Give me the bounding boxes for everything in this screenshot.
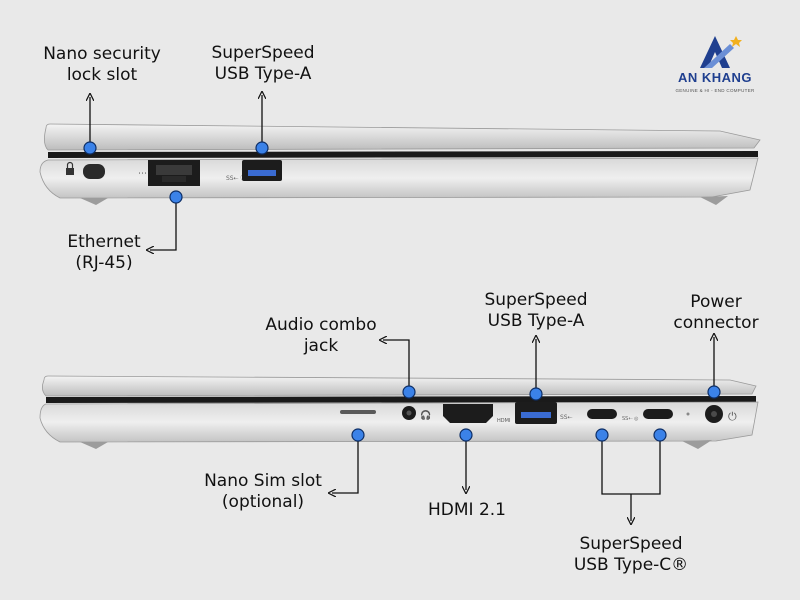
security-lock-slot <box>83 164 105 179</box>
bottom-laptop-base <box>39 401 759 443</box>
top-laptop-side-view: ⋯ SS⇠ Ⓓ <box>39 123 761 205</box>
headphones-icon: 🎧 <box>420 409 431 421</box>
leader-usb-c-bracket <box>601 436 661 495</box>
top-laptop-seam <box>48 151 758 158</box>
label-power-connector: Power connector <box>673 292 759 333</box>
brand-tagline: GENUINE & HI - END COMPUTER <box>675 88 755 93</box>
label-nano-security-lock: Nano security lock slot <box>43 44 161 85</box>
marker-power <box>707 385 721 399</box>
top-laptop-foot-left <box>80 198 108 205</box>
power-plug-icon: ⏻ <box>728 410 737 423</box>
leader-lines <box>90 95 714 521</box>
usb-c-port-2 <box>643 409 673 419</box>
bottom-laptop-foot-right <box>682 440 712 449</box>
top-laptop-base <box>39 157 759 199</box>
top-laptop-foot-right <box>700 196 728 205</box>
marker-usb-c-2 <box>653 428 667 442</box>
marker-usb-c-1 <box>595 428 609 442</box>
charge-led <box>686 412 690 416</box>
hdmi-port <box>443 404 493 423</box>
label-audio-combo-jack: Audio combo jack <box>265 315 377 356</box>
label-usb-c: SuperSpeed USB Type-C® <box>573 534 689 575</box>
leader-sim <box>332 436 359 493</box>
usb-c-logo: SS⇠ ◎ <box>622 416 639 422</box>
usb-c-port-1 <box>587 409 617 419</box>
lock-icon <box>66 161 74 175</box>
port-markers <box>83 141 721 442</box>
bottom-laptop-lid <box>42 375 757 397</box>
marker-ethernet <box>169 190 183 204</box>
brand-logo: AN KHANG GENUINE & HI - END COMPUTER <box>660 30 770 108</box>
hdmi-logo: HDMI <box>497 418 510 424</box>
bottom-laptop-foot-left <box>80 442 108 449</box>
label-bottom-usb-a: SuperSpeed USB Type-A <box>484 290 588 331</box>
label-hdmi: HDMI 2.1 <box>428 500 506 520</box>
star-icon <box>730 36 742 47</box>
marker-audio <box>402 385 416 399</box>
brand-logo-mark-icon <box>700 36 742 68</box>
marker-bottom-usb-a <box>529 387 543 401</box>
leader-ethernet <box>150 198 177 250</box>
bottom-laptop-seam <box>46 396 756 403</box>
label-top-usb-a: SuperSpeed USB Type-A <box>211 43 315 84</box>
label-ethernet: Ethernet (RJ-45) <box>67 232 141 273</box>
label-nano-sim-slot: Nano Sim slot (optional) <box>204 471 322 512</box>
network-icon: ⋯ <box>138 169 147 179</box>
marker-hdmi <box>459 428 473 442</box>
marker-sim <box>351 428 365 442</box>
brand-name: AN KHANG <box>677 70 753 85</box>
marker-lock <box>83 141 97 155</box>
bottom-usb-a-logo: SS⇠ <box>560 414 573 421</box>
top-laptop-lid <box>44 123 761 151</box>
top-usb-a-logo: SS⇠ Ⓓ <box>226 174 247 182</box>
bottom-laptop-side-view: 🎧 HDMI SS⇠ SS⇠ ◎ ⏻ <box>39 375 759 449</box>
leader-audio <box>383 340 410 392</box>
marker-top-usb-a <box>255 141 269 155</box>
nano-sim-slot <box>340 410 376 414</box>
